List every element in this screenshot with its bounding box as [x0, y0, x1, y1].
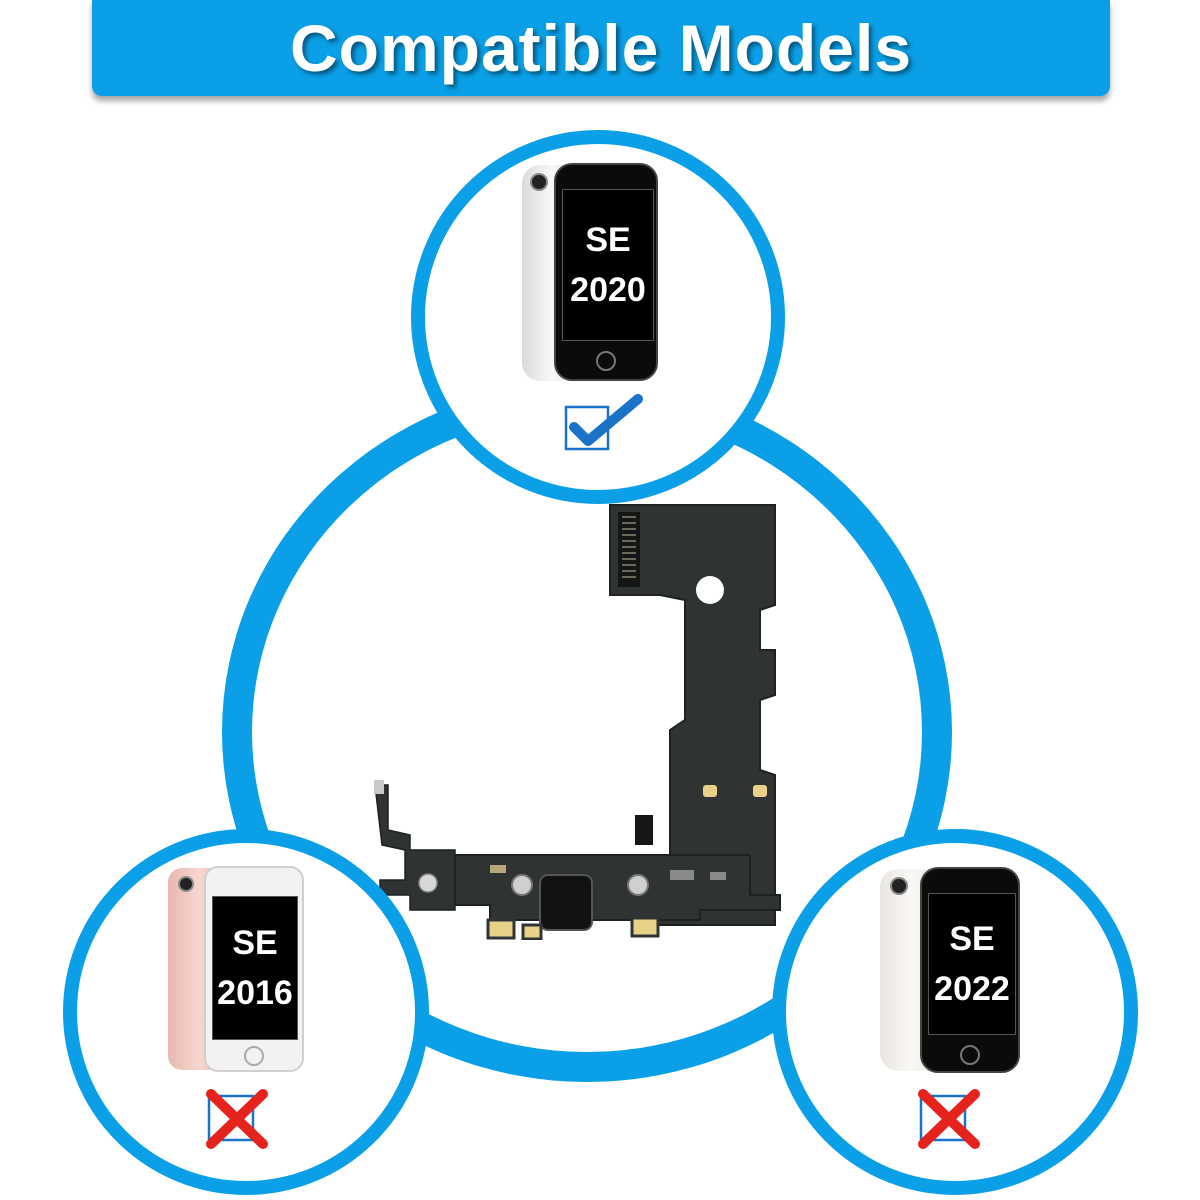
home-button-icon — [960, 1045, 980, 1065]
phone-se-2020: SE 2020 — [522, 163, 662, 383]
camera-icon — [530, 173, 548, 191]
model-year: 2022 — [934, 970, 1010, 1008]
model-year: 2020 — [570, 271, 646, 309]
phone-screen: SE 2016 — [212, 896, 298, 1040]
camera-icon — [890, 877, 908, 895]
phone-screen: SE 2020 — [562, 189, 654, 341]
phone-front: SE 2020 — [554, 163, 658, 381]
cross-icon — [206, 1089, 268, 1149]
phone-se-2016: SE 2016 — [168, 866, 308, 1074]
phone-screen: SE 2022 — [928, 893, 1016, 1035]
phone-se-2022: SE 2022 — [880, 867, 1022, 1073]
model-name: SE — [949, 920, 995, 958]
home-button-icon — [596, 351, 616, 371]
model-name: SE — [232, 924, 278, 962]
page-title: Compatible Models — [289, 11, 913, 85]
cross-icon — [918, 1089, 980, 1149]
phone-front: SE 2016 — [204, 866, 304, 1072]
phone-front: SE 2022 — [920, 867, 1020, 1073]
charging-port-flex-cable-image — [374, 504, 781, 940]
model-name: SE — [585, 221, 631, 259]
check-icon — [564, 394, 643, 451]
camera-icon — [178, 876, 194, 892]
title-banner: Compatible Models — [92, 0, 1110, 96]
home-button-icon — [244, 1046, 264, 1066]
model-year: 2016 — [217, 974, 293, 1012]
